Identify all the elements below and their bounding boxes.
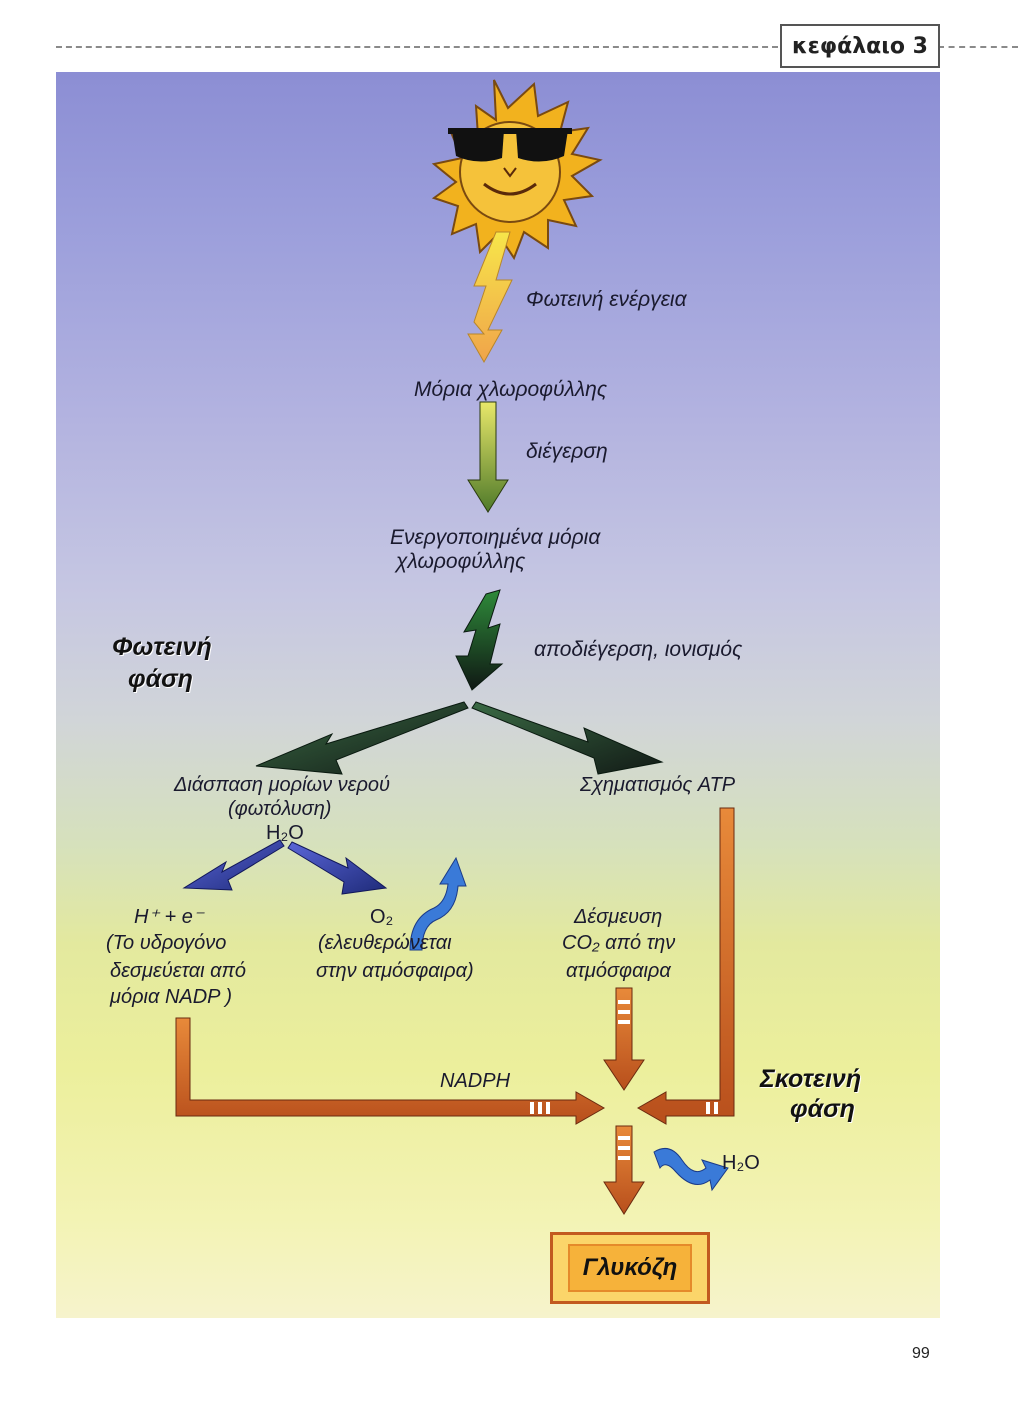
glucose-box: Γλυκόζη (550, 1232, 710, 1304)
water-formula: H₂O (266, 822, 304, 844)
light-energy-lightning (467, 231, 513, 364)
header-rule-left (56, 46, 778, 48)
page-number: 99 (912, 1345, 930, 1362)
water-split-line2: (φωτόλυση) (228, 798, 332, 820)
arrow-to-water-split (255, 701, 469, 775)
co2-fixation-line1: Δέσμευση (574, 906, 663, 928)
water-out-label: H₂O (722, 1152, 760, 1174)
diagram-graphics (175, 79, 735, 1215)
dark-phase-line2: φάση (790, 1095, 855, 1123)
sun-icon (431, 79, 603, 261)
activated-chlorophyll-line1: Ενεργοποιημένα μόρια (390, 526, 601, 549)
hydrogen-note-line3: μόρια NADP ) (110, 986, 232, 1008)
chlorophyll-label: Μόρια χλωροφύλλης (414, 378, 608, 401)
water-split-line1: Διάσπαση μορίων νερού (174, 774, 391, 796)
oxygen-release-arrow (409, 856, 467, 951)
h-plus-e-label: H⁺ + e⁻ (134, 906, 204, 928)
oxygen-note-line1: (ελευθερώνεται (318, 932, 452, 954)
oxygen-note-line2: στην ατμόσφαιρα) (316, 960, 474, 982)
nadph-label: NADPH (440, 1070, 511, 1092)
deexcitation-label: αποδιέγερση, ιονισμός (534, 638, 743, 661)
excitation-label: διέγερση (526, 440, 608, 463)
oxygen-label: O₂ (370, 906, 394, 928)
glucose-label: Γλυκόζη (568, 1244, 692, 1292)
arrow-to-oxygen (287, 841, 388, 895)
nadph-arrow (175, 1017, 606, 1125)
atp-arrow (636, 807, 735, 1125)
co2-arrow (603, 987, 645, 1091)
activated-chlorophyll-line2: χλωροφύλλης (396, 550, 526, 573)
co2-fixation-line3: ατμόσφαιρα (566, 960, 671, 982)
light-energy-label: Φωτεινή ενέργεια (526, 288, 687, 311)
dark-phase-line1: Σκοτεινή (760, 1065, 862, 1093)
deexcitation-arrow (455, 589, 504, 691)
diagram-panel: Φωτεινή ενέργεια Μόρια χλωροφύλλης διέγε… (56, 72, 940, 1318)
header-rule-right (938, 46, 1018, 48)
hydrogen-note-line1: (Το υδρογόνο (106, 932, 227, 954)
light-phase-line1: Φωτεινή (112, 633, 212, 661)
arrow-to-atp (471, 701, 664, 775)
arrow-to-h-e (182, 839, 285, 891)
excitation-arrow (467, 401, 509, 513)
chapter-label: κεφάλαιο 3 (780, 24, 940, 68)
co2-fixation-line2: CO₂ από την (562, 932, 676, 954)
water-release-arrow (653, 1147, 729, 1192)
atp-formation-label: Σχηματισμός ATP (580, 774, 736, 796)
light-phase-line2: φάση (128, 665, 193, 693)
hydrogen-note-line2: δεσμεύεται από (110, 960, 247, 982)
glucose-arrow (603, 1125, 645, 1215)
